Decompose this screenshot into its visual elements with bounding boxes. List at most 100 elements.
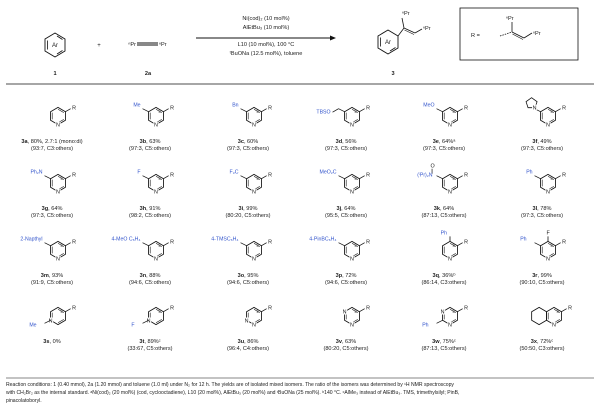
carbonyl-oxygen: O — [431, 164, 435, 170]
ring-nitrogen: N — [154, 123, 158, 129]
ring-nitrogen: N — [154, 190, 158, 196]
r-group-label: R — [72, 240, 76, 246]
position-number: 5 — [354, 244, 356, 248]
substituent-label: Me — [29, 322, 36, 328]
position-number: 3 — [556, 310, 558, 314]
isomer-ratio: (87:13, C5:others) — [421, 346, 466, 352]
yield-text: , 63% — [342, 339, 356, 345]
product-ring-label: Ar — [385, 40, 391, 46]
yield-text: , 91% — [146, 206, 160, 212]
ring-nitrogen: N — [448, 257, 452, 263]
ring-nitrogen: N — [252, 323, 256, 329]
entry-yield-line: 3j, 64% — [337, 206, 356, 212]
ring-nitrogen: N — [546, 257, 550, 263]
position-number: 5 — [550, 244, 552, 248]
ring-nitrogen: N — [147, 318, 151, 324]
r-group-label: R — [268, 173, 272, 179]
isomer-ratio: (80:20, C5:others) — [323, 346, 368, 352]
r-propyl-top: ⁿPr — [506, 15, 514, 22]
compound-label: 3n — [140, 273, 147, 279]
ring-nitrogen: N — [252, 123, 256, 129]
entry-yield-line: 3t, 89%ᶜ — [139, 339, 160, 345]
position-number: 5 — [550, 177, 552, 181]
ring-nitrogen-2: N — [441, 310, 445, 316]
r-group-label: R — [562, 106, 566, 112]
entry-yield-line: 3m, 93% — [41, 273, 63, 279]
entry-yield-line: 3u, 86% — [238, 339, 259, 345]
product-3: Ar ⁿPr ⁿPr 3 — [377, 10, 431, 77]
caption-line-2: with CH₂Br₂ as the internal standard. ᵃN… — [6, 390, 459, 396]
ring-nitrogen-2: N — [343, 310, 347, 316]
r-group-definition-box: R = ⁿPr ⁿPr — [459, 7, 579, 61]
isomer-ratio: (86:14, C3:others) — [421, 280, 466, 286]
position-number: 5 — [60, 310, 62, 314]
position-number: 4 — [256, 310, 258, 314]
alkyne-left-propyl: ⁿPr — [128, 41, 136, 48]
compound-label: 3i — [239, 206, 244, 212]
yield-text: , 99% — [537, 273, 551, 279]
entry-yield-line: 3a, 80%, 2.7:1 (mono:di) — [21, 139, 82, 145]
fluoro-label: F — [547, 230, 551, 236]
isomer-ratio: (97:3, C5:others) — [129, 146, 171, 152]
condition-catalyst: Ni(cod)₂ (10 mol%) — [242, 16, 289, 22]
position-number: 5 — [158, 310, 160, 314]
condition-cocatalyst: AlEtBu₃ (10 mol%) — [243, 25, 290, 31]
product-propyl-right: ⁿPr — [423, 25, 431, 32]
r-group-label: R — [72, 306, 76, 312]
compound-label: 3e — [433, 139, 439, 145]
compound-label: 3v — [336, 339, 343, 345]
r-group-label: R — [464, 173, 468, 179]
ring-nitrogen: N — [56, 190, 60, 196]
yield-text: , 56% — [342, 139, 356, 145]
yield-text: , 86% — [244, 339, 258, 345]
entry-yield-line: 3k, 64% — [434, 206, 455, 212]
compound-label: 3w — [432, 339, 440, 345]
substituent-label: 4-PinBC₆H₄ — [309, 237, 336, 243]
yield-text: , 75%ᶜ — [440, 339, 456, 345]
r-group-label: R — [464, 306, 468, 312]
product-propyl-top: ⁿPr — [402, 10, 410, 17]
position-number: 5 — [452, 310, 454, 314]
compound-label: 3f — [532, 139, 537, 145]
substituent-label: TBSO — [316, 110, 330, 116]
compound-label-3: 3 — [391, 71, 394, 77]
r-group-label: R — [366, 240, 370, 246]
compound-label: 3c — [238, 139, 244, 145]
ring-nitrogen: N — [448, 323, 452, 329]
ring-nitrogen: N — [252, 257, 256, 263]
position-number: 5 — [354, 310, 356, 314]
ring-nitrogen: N — [350, 257, 354, 263]
ring-nitrogen: N — [552, 323, 556, 329]
r-group-label: R — [268, 306, 272, 312]
compound-label: 3l — [533, 206, 538, 212]
substituent-label: Ph — [441, 230, 447, 236]
position-number: 5 — [158, 244, 160, 248]
entry-yield-line: 3o, 95% — [238, 273, 259, 279]
substituent-label: 4-MeO C₆H₄ — [112, 237, 141, 243]
entry-yield-line: 3c, 60% — [238, 139, 259, 145]
position-number: 5 — [60, 244, 62, 248]
substituent-label: 4-TMSC₆H₄ — [211, 237, 238, 243]
ring-nitrogen: N — [448, 190, 452, 196]
yield-text: , 95% — [244, 273, 258, 279]
yield-text: , 93% — [49, 273, 63, 279]
isomer-ratio: (97:3, C5:others) — [325, 146, 367, 152]
yield-text: , 72% — [342, 273, 356, 279]
compound-label: 3a — [21, 139, 28, 145]
r-group-label: R — [268, 106, 272, 112]
yield-text: , 80%, 2.7:1 (mono:di) — [28, 139, 83, 145]
ring-label: Ar — [52, 43, 58, 49]
position-number: 5 — [452, 177, 454, 181]
r-group-label: R — [72, 106, 76, 112]
yield-text: , 49% — [537, 139, 551, 145]
